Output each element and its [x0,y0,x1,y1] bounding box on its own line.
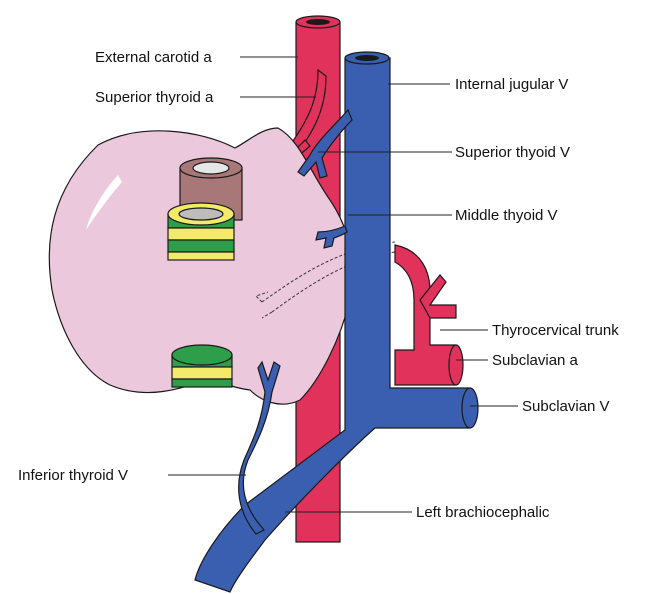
label-middle-thyroid-vein: Middle thyoid V [455,207,558,224]
label-superior-thyroid-vein: Superior thyoid V [455,144,570,161]
carotid-lumen [306,19,330,25]
subclavian-artery [395,245,463,385]
subclavian-vein-end [462,388,478,428]
label-superior-thyroid-artery: Superior thyroid a [95,89,214,106]
label-inferior-thyroid-vein: Inferior thyroid V [18,467,128,484]
label-internal-jugular: Internal jugular V [455,76,568,93]
label-subclavian-artery: Subclavian a [492,352,579,369]
trachea-lower [172,345,232,387]
label-thyrocervical-trunk: Thyrocervical trunk [492,322,619,339]
label-subclavian-vein: Subclavian V [522,398,610,415]
label-left-brachiocephalic: Left brachiocephalic [416,504,550,521]
label-external-carotid: External carotid a [95,49,212,66]
trachea-upper [168,203,234,260]
